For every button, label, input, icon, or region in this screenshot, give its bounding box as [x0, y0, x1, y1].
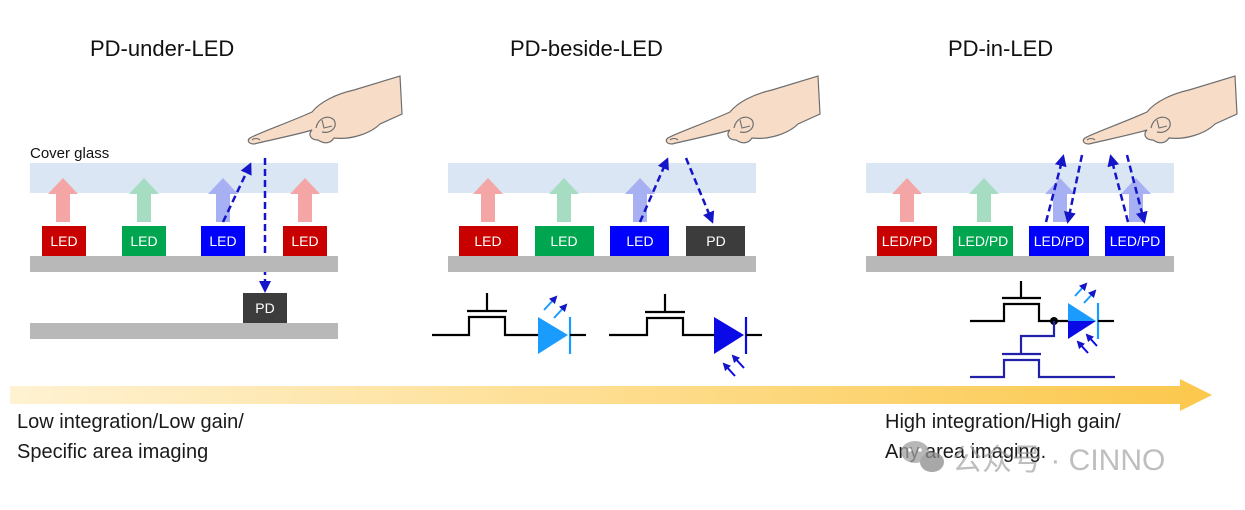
svg-text:LED: LED — [291, 233, 318, 249]
panel-pd-beside-led: PD-beside-LED LED LED LED PD — [432, 36, 821, 377]
reflected-light-path — [638, 157, 669, 223]
led-box: LED — [122, 226, 166, 256]
svg-text:LED: LED — [209, 233, 236, 249]
incident-light-path — [1063, 154, 1084, 224]
tft-substrate — [30, 256, 338, 272]
panel-pd-under-led: PD-under-LED Cover glass LED LED LED LED — [30, 36, 403, 339]
reflected-light-path — [1107, 154, 1130, 223]
led-pd-box: LED/PD — [1029, 226, 1089, 256]
led-pd-box: LED/PD — [953, 226, 1013, 256]
led-box: LED — [42, 226, 86, 256]
tft-pd-circuit-icon — [609, 294, 762, 377]
led-pd-box: LED/PD — [1105, 226, 1165, 256]
led-box: LED — [201, 226, 245, 256]
low-end-caption-line1: Low integration/Low gain/ — [17, 411, 244, 433]
svg-text:LED: LED — [474, 233, 501, 249]
led-box: LED — [283, 226, 327, 256]
incident-light-path — [684, 157, 715, 224]
finger-hand-icon — [665, 75, 821, 145]
panel-pd-in-led: PD-in-LED LED/PD LED/PD LED/PD LED/PD — [866, 36, 1238, 379]
svg-text:LED: LED — [130, 233, 157, 249]
cover-glass — [866, 163, 1174, 193]
svg-text:LED/PD: LED/PD — [958, 233, 1009, 249]
tft-led-circuit-icon — [432, 293, 586, 354]
svg-text:LED/PD: LED/PD — [1110, 233, 1161, 249]
low-end-caption-line2: Specific area imaging — [17, 441, 208, 463]
incident-light-path — [1125, 154, 1148, 224]
tft-substrate — [448, 256, 756, 272]
pd-box: PD — [243, 293, 287, 323]
pd-box: PD — [686, 226, 745, 256]
svg-text:LED/PD: LED/PD — [882, 233, 933, 249]
led-box: LED — [459, 226, 518, 256]
wechat-icon — [901, 441, 944, 472]
finger-hand-icon — [247, 75, 403, 145]
svg-text:LED/PD: LED/PD — [1034, 233, 1085, 249]
watermark: 公众号 · CINNO — [901, 441, 1165, 477]
cover-glass-label: Cover glass — [30, 145, 109, 162]
cover-glass — [448, 163, 756, 193]
integration-scale-arrow — [10, 379, 1212, 411]
svg-text:LED: LED — [626, 233, 653, 249]
panel-title: PD-beside-LED — [510, 36, 663, 61]
cover-glass — [30, 163, 338, 193]
svg-text:PD: PD — [255, 300, 274, 316]
svg-text:LED: LED — [50, 233, 77, 249]
led-pd-box: LED/PD — [877, 226, 937, 256]
finger-hand-icon — [1082, 75, 1238, 145]
reflected-light-path — [1044, 154, 1067, 223]
high-end-caption-line1: High integration/High gain/ — [885, 411, 1121, 433]
lower-substrate — [30, 323, 338, 339]
led-box: LED — [535, 226, 594, 256]
tft-substrate — [866, 256, 1174, 272]
panel-title: PD-in-LED — [948, 36, 1053, 61]
svg-text:LED: LED — [550, 233, 577, 249]
led-box: LED — [610, 226, 669, 256]
panel-title: PD-under-LED — [90, 36, 234, 61]
watermark-text: 公众号 · CINNO — [952, 444, 1165, 477]
tft-led-pd-circuit-icon — [970, 281, 1115, 379]
svg-text:PD: PD — [706, 233, 725, 249]
